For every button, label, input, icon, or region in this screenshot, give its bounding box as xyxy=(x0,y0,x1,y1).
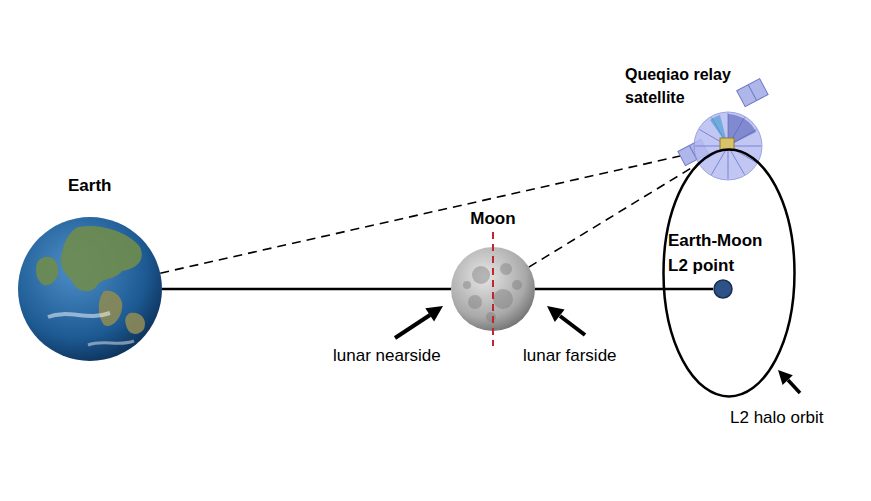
dot-shape xyxy=(713,279,733,299)
earth-shape xyxy=(18,217,162,361)
node-label: Moon xyxy=(458,207,528,232)
satellite-node: Queqiao relay satellite xyxy=(690,100,768,190)
callout-arrow xyxy=(778,370,800,393)
node-label: Earth xyxy=(68,174,128,199)
node-label: L2 halo orbit xyxy=(730,406,870,431)
callout-label: lunar nearside xyxy=(333,346,441,366)
callout-label: lunar farside xyxy=(523,346,617,366)
connector-line xyxy=(162,288,451,291)
node-label: Earth-Moon L2 point xyxy=(668,229,778,278)
connector-line xyxy=(535,288,713,291)
lagrange-point: Earth-Moon L2 point xyxy=(713,279,733,299)
halo-orbit: L2 halo orbitEarth-Moon L2 point xyxy=(662,148,796,398)
moon-shape xyxy=(451,247,535,331)
callout-arrow xyxy=(395,306,443,338)
connector-line xyxy=(160,154,690,274)
node-label: Queqiao relay satellite xyxy=(625,63,737,109)
satellite-shape xyxy=(690,100,768,190)
callout-arrow xyxy=(547,306,585,335)
earth-node: Earth xyxy=(18,217,162,361)
moon-axis xyxy=(492,232,494,346)
moon-node: Moon xyxy=(451,247,535,331)
